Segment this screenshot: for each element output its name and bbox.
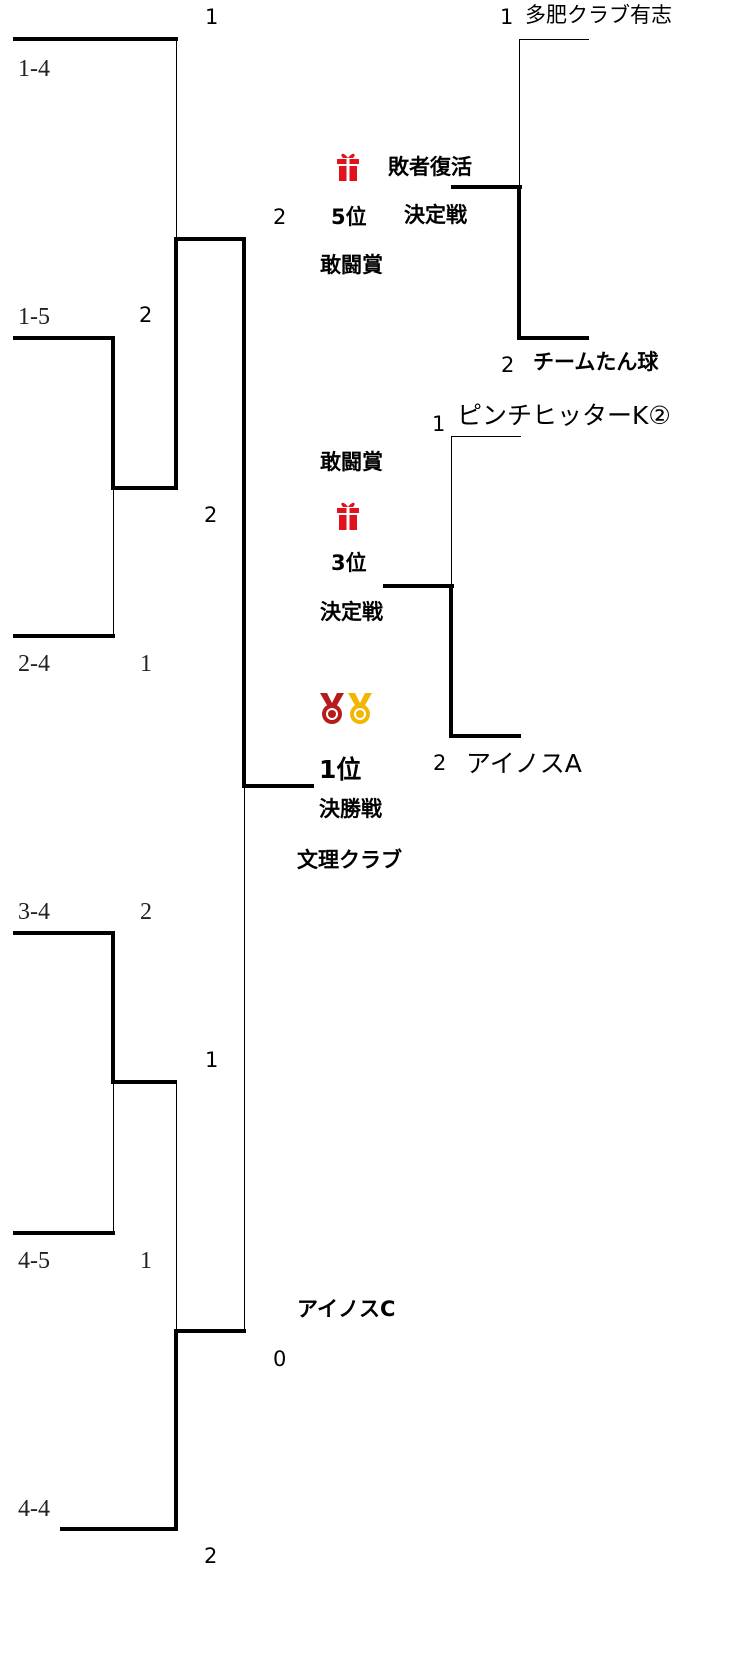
match-score: 2 [139,303,153,327]
bracket-line [517,185,521,340]
bracket-line [174,237,246,241]
bracket-line [111,486,178,490]
bracket-line [244,788,245,1332]
bracket-line [174,1329,178,1530]
fifth-bottom-score: 2 [501,353,515,377]
match-score: 0 [273,1347,287,1371]
bracket-line [451,185,522,189]
seed-label: 4-5 [18,1248,50,1274]
fifth-label: 決定戦 [404,203,467,227]
match-score: 2 [140,899,152,925]
bracket-line [449,734,521,738]
bracket-line [174,237,178,490]
bracket-line [519,39,520,189]
final-winner: 文理クラブ [297,848,402,872]
seed-label: 2-4 [18,651,50,677]
bracket-line [111,931,115,1084]
bracket-line [111,336,115,490]
seed-label: 1-5 [18,304,50,330]
seed-label: 1-4 [18,56,50,82]
match-score: 1 [205,1048,219,1072]
bracket-line [13,634,115,638]
fifth-rank: 5位 [331,205,367,229]
final-label: 決勝戦 [319,797,382,821]
bracket-line [451,436,452,588]
fifth-top-score: 1 [500,5,514,29]
bracket-line [13,336,115,340]
bracket-line [383,584,454,588]
fifth-subtitle: 敗者復活 [388,155,472,179]
third-award: 敢闘賞 [320,450,383,474]
medal-icon [318,693,346,725]
match-score: 1 [205,5,219,29]
bracket-line [242,237,246,788]
fifth-bottom-team: チームたん球 [533,350,659,374]
bracket-line [242,784,314,788]
match-score: 1 [140,651,152,677]
bracket-line [113,488,114,637]
bracket-line [451,436,521,437]
seed-label: 3-4 [18,899,50,925]
bracket-line [519,39,589,40]
third-top-team: ピンチヒッターK② [457,401,671,430]
seed-label: 4-4 [18,1496,50,1522]
match-score: 2 [273,205,287,229]
medal-icon [346,693,374,725]
bracket-line [60,1527,178,1531]
bracket-line [449,584,453,738]
final-runner-up: アイノスC [297,1297,396,1321]
bracket-line [111,1080,177,1084]
match-score: 1 [140,1248,152,1274]
match-score: 2 [204,503,218,527]
match-score: 2 [204,1544,218,1568]
bracket-line [176,1082,177,1332]
gift-icon [337,500,359,530]
bracket-line [13,931,115,935]
bracket-line [176,37,177,241]
fifth-award: 敢闘賞 [320,253,383,277]
bracket-line [13,1231,115,1235]
bracket-line [113,1082,114,1235]
third-top-score: 1 [432,412,446,436]
third-bottom-score: 2 [433,751,447,775]
fifth-top-team: 多肥クラブ有志 [525,3,672,27]
bracket-line [174,1329,246,1333]
final-rank: 1位 [319,755,362,784]
third-bottom-team: アイノスA [466,749,582,778]
third-rank: 3位 [331,551,367,575]
third-label: 決定戦 [320,600,383,624]
gift-icon [337,151,359,181]
bracket-line [517,336,589,340]
bracket-line [13,37,178,41]
